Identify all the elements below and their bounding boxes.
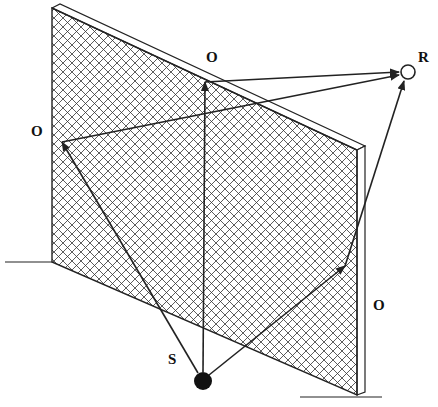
ray bbox=[62, 75, 399, 142]
ground-line bbox=[5, 261, 52, 262]
ray bbox=[203, 82, 205, 372]
diffraction-point-label: O bbox=[205, 50, 219, 65]
diffraction-point-label: O bbox=[372, 298, 386, 313]
ray bbox=[345, 81, 404, 266]
wall-face bbox=[52, 8, 357, 395]
ray bbox=[62, 142, 198, 373]
receiver-label: R bbox=[417, 50, 430, 65]
wall-side-edge bbox=[357, 146, 365, 395]
diffraction-point-label: O bbox=[30, 124, 44, 139]
source-dot bbox=[194, 372, 212, 390]
ground-line bbox=[300, 396, 382, 397]
ray bbox=[209, 266, 345, 375]
source-label: S bbox=[167, 352, 177, 367]
receiver-circle bbox=[401, 65, 415, 79]
